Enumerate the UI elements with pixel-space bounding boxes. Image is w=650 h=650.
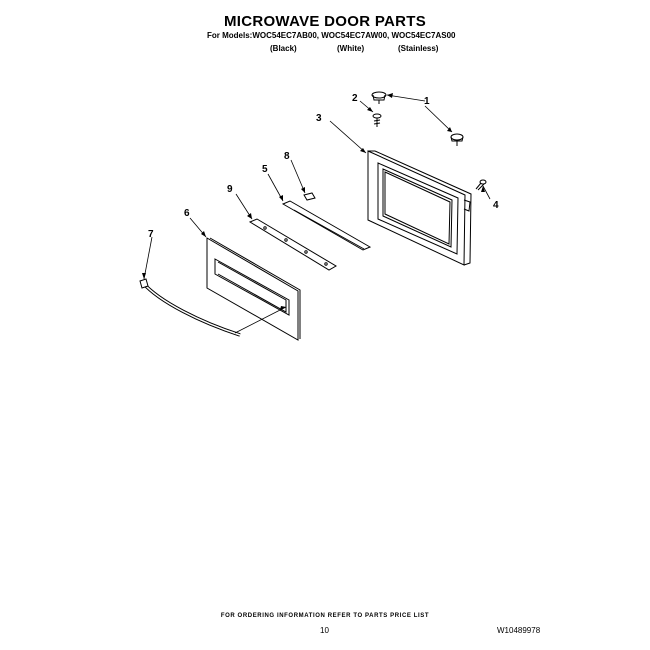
- page-number: 10: [320, 626, 329, 635]
- callout-4: 4: [493, 200, 499, 211]
- door-handle: [139, 278, 241, 337]
- document-id: W10489978: [497, 626, 541, 635]
- door-bumper-pads: [371, 91, 464, 146]
- callout-6: 6: [184, 208, 190, 219]
- ordering-note: FOR ORDERING INFORMATION REFER TO PARTS …: [220, 613, 430, 619]
- door-frame: [367, 150, 472, 266]
- callout-3: 3: [316, 113, 322, 124]
- variant-black: (Black): [270, 44, 297, 53]
- callout-5: 5: [262, 164, 268, 175]
- model-numbers: For Models:WOC54EC7AB00, WOC54EC7AW00, W…: [207, 31, 456, 40]
- callout-9: 9: [227, 184, 233, 195]
- callout-7: 7: [148, 229, 154, 240]
- hinge-bar: [281, 200, 372, 251]
- callout-8: 8: [284, 151, 290, 162]
- door-panel: [206, 237, 301, 341]
- side-screw: [475, 179, 487, 191]
- page-title: MICROWAVE DOOR PARTS: [223, 13, 427, 30]
- variant-white: (White): [337, 44, 365, 53]
- clip: [303, 192, 316, 201]
- arrowheads: [142, 93, 485, 310]
- choke-strip: [248, 218, 337, 271]
- screw: [372, 113, 382, 127]
- callout-2: 2: [352, 93, 358, 104]
- variant-stainless: (Stainless): [398, 44, 439, 53]
- callout-1: 1: [424, 96, 430, 107]
